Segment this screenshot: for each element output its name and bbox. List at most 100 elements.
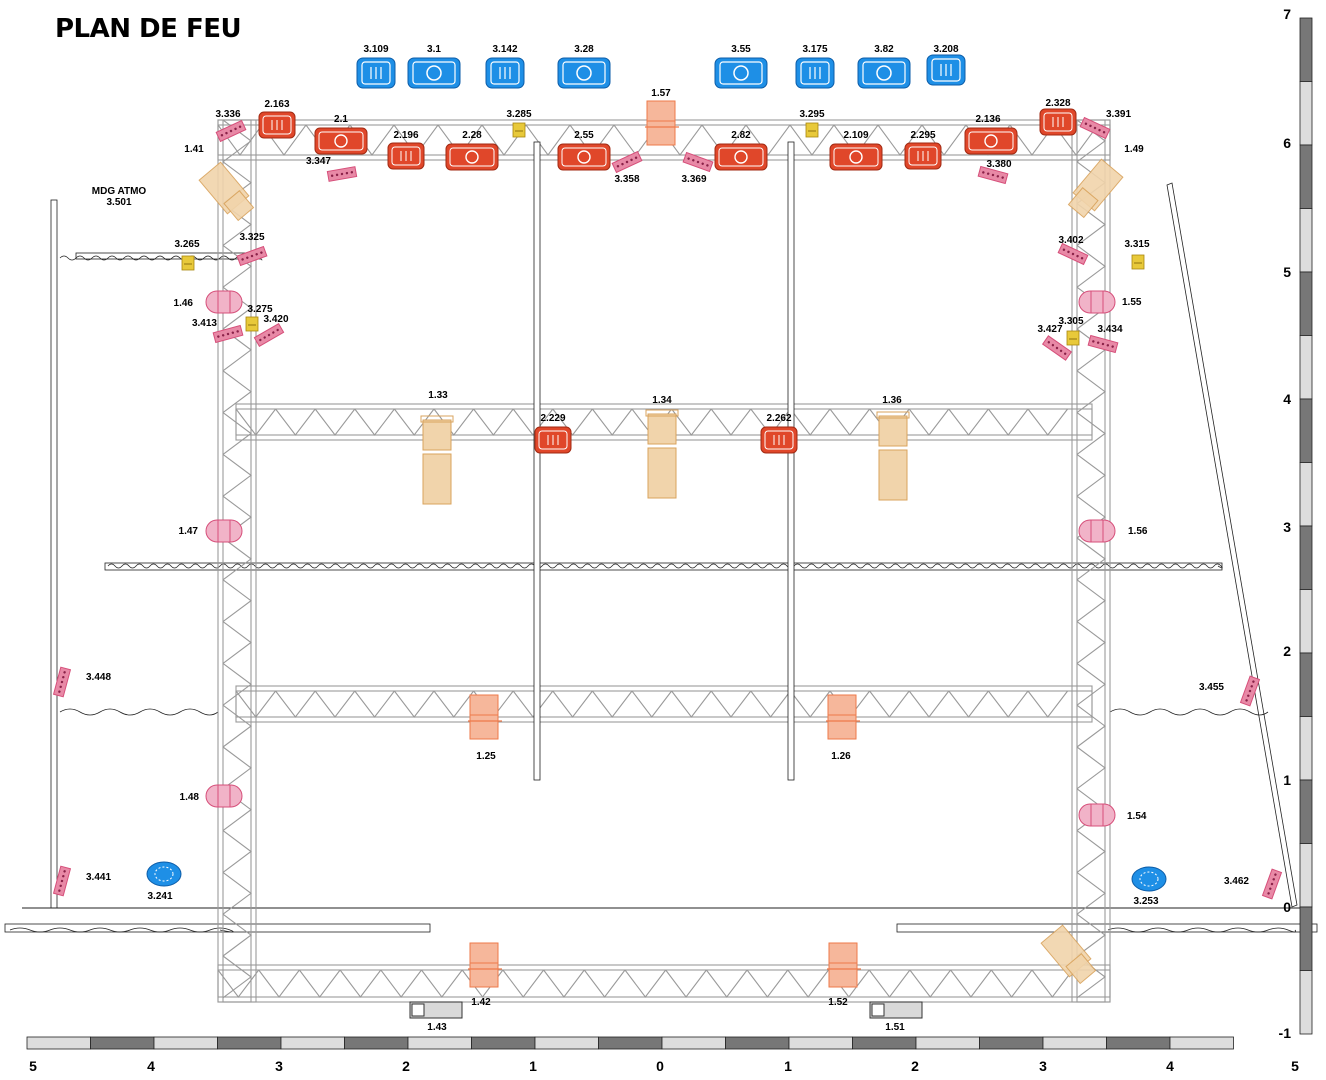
wash-blue-3.241 (146, 861, 182, 887)
cyc-1.46 (205, 290, 243, 314)
scale-bottom-tick: 4 (1166, 1058, 1174, 1074)
wash-blue-3.82 (857, 57, 911, 89)
spot-red-2.28 (445, 143, 499, 171)
scale-bottom-seg (1106, 1036, 1171, 1050)
fixture-label: 3.241 (147, 891, 172, 902)
spot-red-2.1 (314, 127, 368, 155)
led-bar-3.391 (1079, 116, 1111, 140)
fixture-label: 1.48 (180, 792, 200, 803)
blinder-3.265 (181, 255, 195, 271)
scale-right-tick: 3 (1283, 519, 1291, 535)
led-bar-3.369 (682, 151, 714, 173)
led-bar-3.427 (1041, 335, 1073, 361)
led-bar-3.402 (1057, 242, 1089, 266)
led-bar-3.462 (1261, 868, 1283, 900)
scale-bottom-seg (344, 1036, 409, 1050)
scale-bottom-seg (852, 1036, 917, 1050)
truss-right (1071, 119, 1111, 1003)
scale-right-seg (1299, 208, 1313, 273)
fixture-label: 3.305 (1058, 316, 1083, 327)
fixture-label: 2.1 (334, 114, 348, 125)
spot-red-2.229 (534, 426, 572, 454)
fixture-label: 1.33 (428, 390, 448, 401)
fixture-label: 1.54 (1127, 811, 1147, 822)
fixture-label: 1.56 (1128, 526, 1148, 537)
spot-red-2.109 (829, 143, 883, 171)
spot-red-2.328 (1039, 108, 1077, 136)
pipe-right (787, 141, 795, 781)
scale-right-seg (1299, 906, 1313, 971)
fixture-label: 1.36 (882, 395, 902, 406)
fixture-label: 2.196 (393, 130, 418, 141)
led-bar-3.448 (52, 666, 72, 698)
fixture-label: 3.441 (86, 872, 111, 883)
cyc-1.48 (205, 784, 243, 808)
scale-bottom-tick: 1 (529, 1058, 537, 1074)
scale-bottom-seg (153, 1036, 218, 1050)
fixture-label: 1.25 (476, 751, 496, 762)
fixture-label: 3.402 (1058, 235, 1083, 246)
spot-red-2.163 (258, 111, 296, 139)
scale-right-tick: 0 (1283, 899, 1291, 915)
cyc-1.54 (1078, 803, 1116, 827)
spot-red-2.55 (557, 143, 611, 171)
scale-bottom-tick: 2 (402, 1058, 410, 1074)
fixture-label: 2.82 (731, 130, 751, 141)
wash-blue-3.1 (407, 57, 461, 89)
fixture-label: 3.109 (363, 44, 388, 55)
fixture-label: 3.369 (681, 174, 706, 185)
fresnel-1.57 (645, 100, 679, 146)
fixture-label: 1.49 (1124, 144, 1144, 155)
fixture-label: 2.136 (975, 114, 1000, 125)
scale-bottom-tick: 0 (656, 1058, 664, 1074)
batten-left (75, 252, 262, 260)
scale-bottom-seg (1169, 1036, 1234, 1050)
blinder-3.315 (1131, 254, 1145, 270)
fixture-label: 1.42 (471, 997, 491, 1008)
scale-right-seg (1299, 81, 1313, 146)
fixture-label: 3.253 (1133, 896, 1158, 907)
fixture-label: 1.47 (179, 526, 199, 537)
scale-right-seg (1299, 271, 1313, 336)
scale-bottom-seg (90, 1036, 155, 1050)
profile-1.33 (420, 415, 454, 505)
led-bar-3.347 (326, 166, 358, 182)
projector-1.51 (869, 1001, 923, 1019)
fixture-label: 3.391 (1106, 109, 1131, 120)
scale-bottom-seg (661, 1036, 726, 1050)
fixture-label: 3.208 (933, 44, 958, 55)
fixture-label: 1.57 (651, 88, 671, 99)
scale-right-seg (1299, 652, 1313, 717)
fixture-label: 3.455 (1199, 682, 1224, 693)
fixture-label: 2.229 (540, 413, 565, 424)
fixture-label: 3.295 (799, 109, 824, 120)
blinder-3.285 (512, 122, 526, 138)
profile-1.34 (645, 409, 679, 499)
led-bar-3.380 (977, 165, 1009, 185)
scale-right-seg (1299, 843, 1313, 908)
spot-red-2.295 (904, 142, 942, 170)
scale-right-tick: 6 (1283, 135, 1291, 151)
fixture-label: 1.51 (885, 1022, 905, 1033)
truss-structure (217, 119, 1111, 1003)
profile-1.41 (198, 161, 255, 222)
fixture-label: 3.175 (802, 44, 827, 55)
scale-bottom-tick: 4 (147, 1058, 155, 1074)
fixture-label: 3.315 (1124, 239, 1149, 250)
fixture-label: 2.109 (843, 130, 868, 141)
led-bar-3.441 (52, 865, 72, 897)
scale-bottom-tick: 2 (911, 1058, 919, 1074)
drape-left (59, 255, 263, 261)
drape-left-low (59, 708, 219, 716)
wash-blue-3.109 (356, 57, 396, 89)
fixture-label: 1.34 (652, 395, 672, 406)
blinder-3.275 (245, 316, 259, 332)
scale-right-tick: 4 (1283, 391, 1291, 407)
apron-right (896, 923, 1318, 933)
scale-right-seg (1299, 144, 1313, 209)
scale-bottom-seg (471, 1036, 536, 1050)
spot-red-2.82 (714, 143, 768, 171)
scale-right-tick: 1 (1283, 772, 1291, 788)
led-bar-3.358 (611, 150, 643, 174)
wash-blue-3.253 (1131, 866, 1167, 892)
